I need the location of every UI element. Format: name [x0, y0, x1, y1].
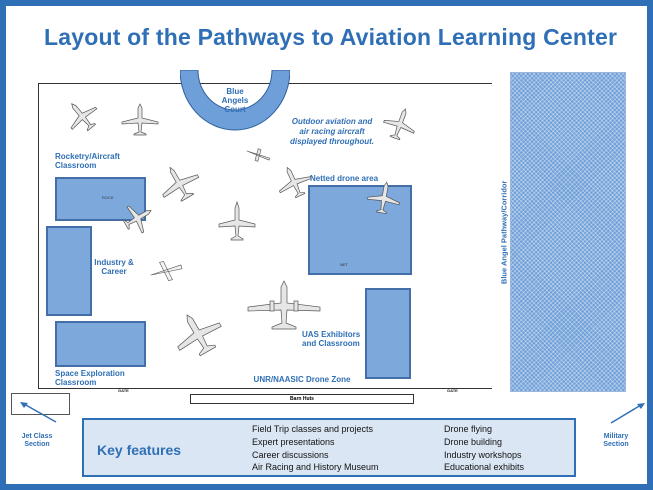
arrow-icon [610, 403, 645, 424]
rocketry-classroom [55, 177, 146, 221]
military-label: Military Section [603, 433, 629, 449]
plan-annotation: ROCK [102, 195, 114, 200]
airplane-icon [367, 181, 400, 215]
airplane-icon [279, 166, 312, 199]
drone-zone-label: UNR/NAASIC Drone Zone [253, 375, 351, 384]
airplane-icon [70, 103, 98, 132]
blue-angel-corridor [510, 72, 626, 392]
feature-item: Air Racing and History Museum [252, 462, 379, 473]
blue-angels-court [180, 70, 290, 131]
airplane-icon [246, 148, 271, 162]
uas-classroom [365, 288, 411, 379]
airplane-icon [247, 280, 321, 330]
netted-drone-area [308, 185, 412, 275]
airplane-icon [177, 314, 222, 357]
netted-drone-label: Netted drone area [310, 174, 379, 183]
industry-label: Industry & Career [94, 258, 134, 277]
industry-career-room [46, 226, 92, 316]
plan-annotation: NET [340, 262, 348, 267]
gate-left: GATE [118, 388, 129, 393]
jet-class-label: Jet Class Section [21, 433, 53, 449]
key-features-col2: Drone flying Drone building Industry wor… [444, 423, 524, 474]
feature-item: Field Trip classes and projects [252, 424, 374, 434]
gate-right: GATE [447, 388, 458, 393]
airplane-icon [150, 260, 183, 282]
feature-item: Career discussions [252, 449, 329, 460]
arrow-icon [20, 402, 57, 423]
site-plan-outline [38, 83, 492, 389]
outdoor-note: Outdoor aviation and air racing aircraft… [290, 117, 374, 146]
airplane-icon [162, 166, 200, 202]
blue-angels-court-label: Blue Angels Court [221, 87, 249, 115]
feature-item: Drone building [444, 436, 503, 447]
rocketry-label: Rocketry/Aircraft Classroom [55, 152, 120, 171]
feature-item: Educational exhibits [444, 462, 525, 473]
airplane-icon [122, 205, 152, 234]
corridor-label: Blue Angel Pathway/Corridor [499, 180, 509, 285]
page-title: Layout of the Pathways to Aviation Learn… [44, 24, 618, 50]
barn-huts: Barn Huts [190, 394, 414, 404]
airplane-icon [218, 200, 256, 241]
key-features-title: Key features [97, 442, 182, 458]
feature-item: Industry workshops [444, 449, 522, 460]
key-features-panel: Key features Field Trip classes and proj… [82, 418, 576, 477]
feature-item: Drone flying [444, 424, 493, 434]
key-features-col1: Field Trip classes and projects Expert p… [252, 423, 379, 474]
space-label: Space Exploration Classroom [55, 369, 125, 388]
airplane-icon [121, 103, 159, 136]
jet-class-box [11, 393, 70, 415]
airplane-icon [383, 108, 415, 141]
space-exploration-classroom [55, 321, 146, 367]
uas-label: UAS Exhibitors and Classroom [302, 330, 361, 349]
feature-item: Expert presentations [252, 436, 335, 447]
